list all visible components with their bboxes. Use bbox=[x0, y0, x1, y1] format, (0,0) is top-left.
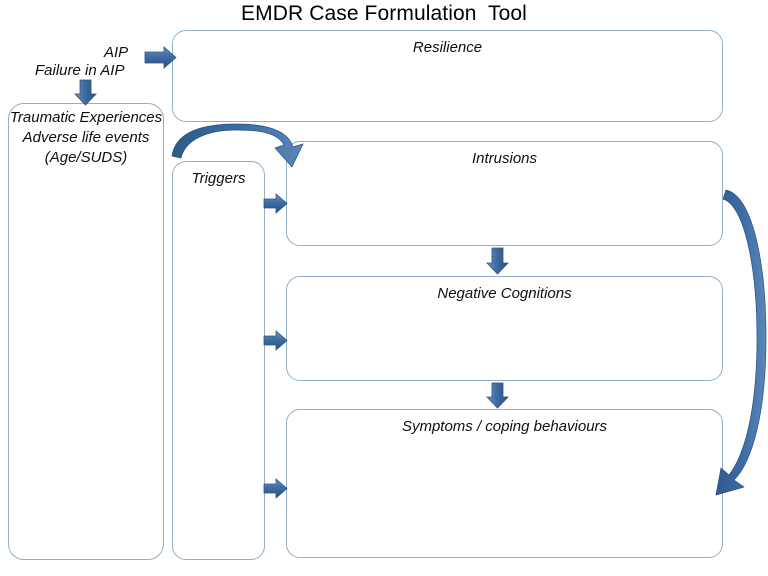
box-triggers-label: Triggers bbox=[191, 170, 246, 187]
failure-in-aip-label: Failure in AIP bbox=[35, 62, 125, 79]
box-negative-cognitions-label: Negative Cognitions bbox=[437, 285, 572, 302]
box-intrusions[interactable]: Intrusions bbox=[286, 141, 723, 246]
arrow-triggers-to-intrusions-icon bbox=[263, 193, 288, 214]
box-intrusions-label: Intrusions bbox=[471, 150, 538, 167]
box-resilience-label: Resilience bbox=[412, 39, 483, 56]
aip-label: AIP bbox=[104, 44, 129, 61]
arrow-triggers-to-symptoms-icon bbox=[263, 478, 288, 499]
arrow-negative-cognitions-to-symptoms-icon bbox=[486, 382, 509, 409]
box-symptoms-coping-behaviours[interactable]: Symptoms / coping behaviours bbox=[286, 409, 723, 558]
arrow-intrusions-to-negative-cognitions-icon bbox=[486, 247, 509, 275]
box-traumatic-experiences[interactable]: Traumatic Experiences Adverse life event… bbox=[8, 103, 164, 560]
traumatic-line-1: Traumatic Experiences bbox=[9, 109, 163, 126]
arrow-failure-aip-to-traumatic-icon bbox=[74, 79, 97, 106]
box-triggers[interactable]: Triggers bbox=[172, 161, 265, 560]
box-negative-cognitions[interactable]: Negative Cognitions bbox=[286, 276, 723, 381]
page-title: EMDR Case Formulation Tool bbox=[241, 2, 527, 25]
box-traumatic-experiences-label: Traumatic Experiences Adverse life event… bbox=[9, 108, 163, 167]
arrow-intrusions-to-symptoms-curve-icon bbox=[715, 189, 767, 496]
traumatic-line-2: Adverse life events bbox=[22, 128, 150, 146]
box-symptoms-coping-behaviours-label: Symptoms / coping behaviours bbox=[401, 418, 608, 435]
box-resilience[interactable]: Resilience bbox=[172, 30, 723, 122]
arrow-triggers-to-negative-cognitions-icon bbox=[263, 330, 288, 351]
traumatic-line-3: (Age/SUDS) bbox=[44, 148, 128, 166]
